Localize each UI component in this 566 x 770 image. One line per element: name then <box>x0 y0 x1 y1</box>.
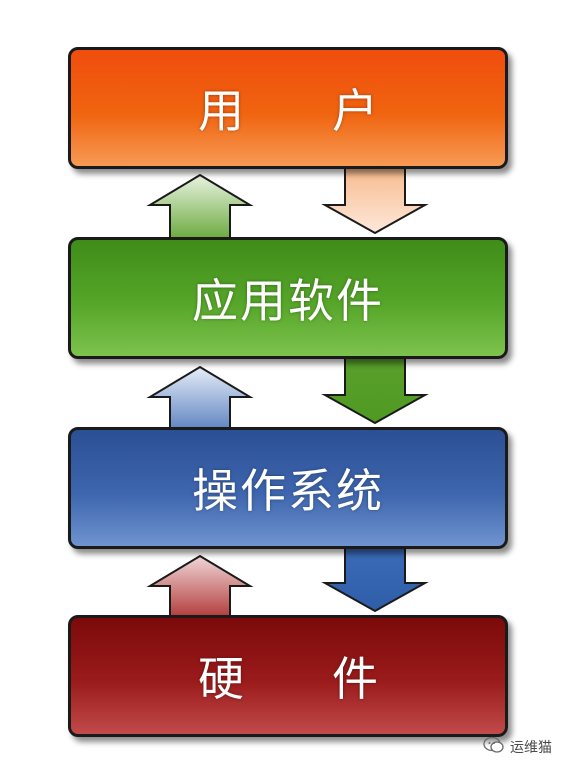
down-arrow <box>321 544 429 613</box>
operating-system-label: 操作系统 <box>192 464 384 518</box>
watermark-text: 运维猫 <box>510 740 552 756</box>
application-software-label: 应用软件 <box>192 274 384 328</box>
wechat-icon <box>483 736 505 758</box>
hardware-layer: 硬件 <box>68 615 508 737</box>
watermark: 运维猫 <box>483 736 552 758</box>
application-software-layer: 应用软件 <box>68 237 508 359</box>
up-arrow <box>146 554 254 619</box>
up-arrow <box>146 365 254 431</box>
down-arrow <box>321 164 429 235</box>
down-arrow <box>321 354 429 425</box>
operating-system-layer: 操作系统 <box>68 427 508 549</box>
hardware-label: 硬件 <box>198 652 466 706</box>
user-layer: 用户 <box>68 47 508 169</box>
up-arrow <box>146 173 254 241</box>
user-label: 用户 <box>198 84 466 138</box>
